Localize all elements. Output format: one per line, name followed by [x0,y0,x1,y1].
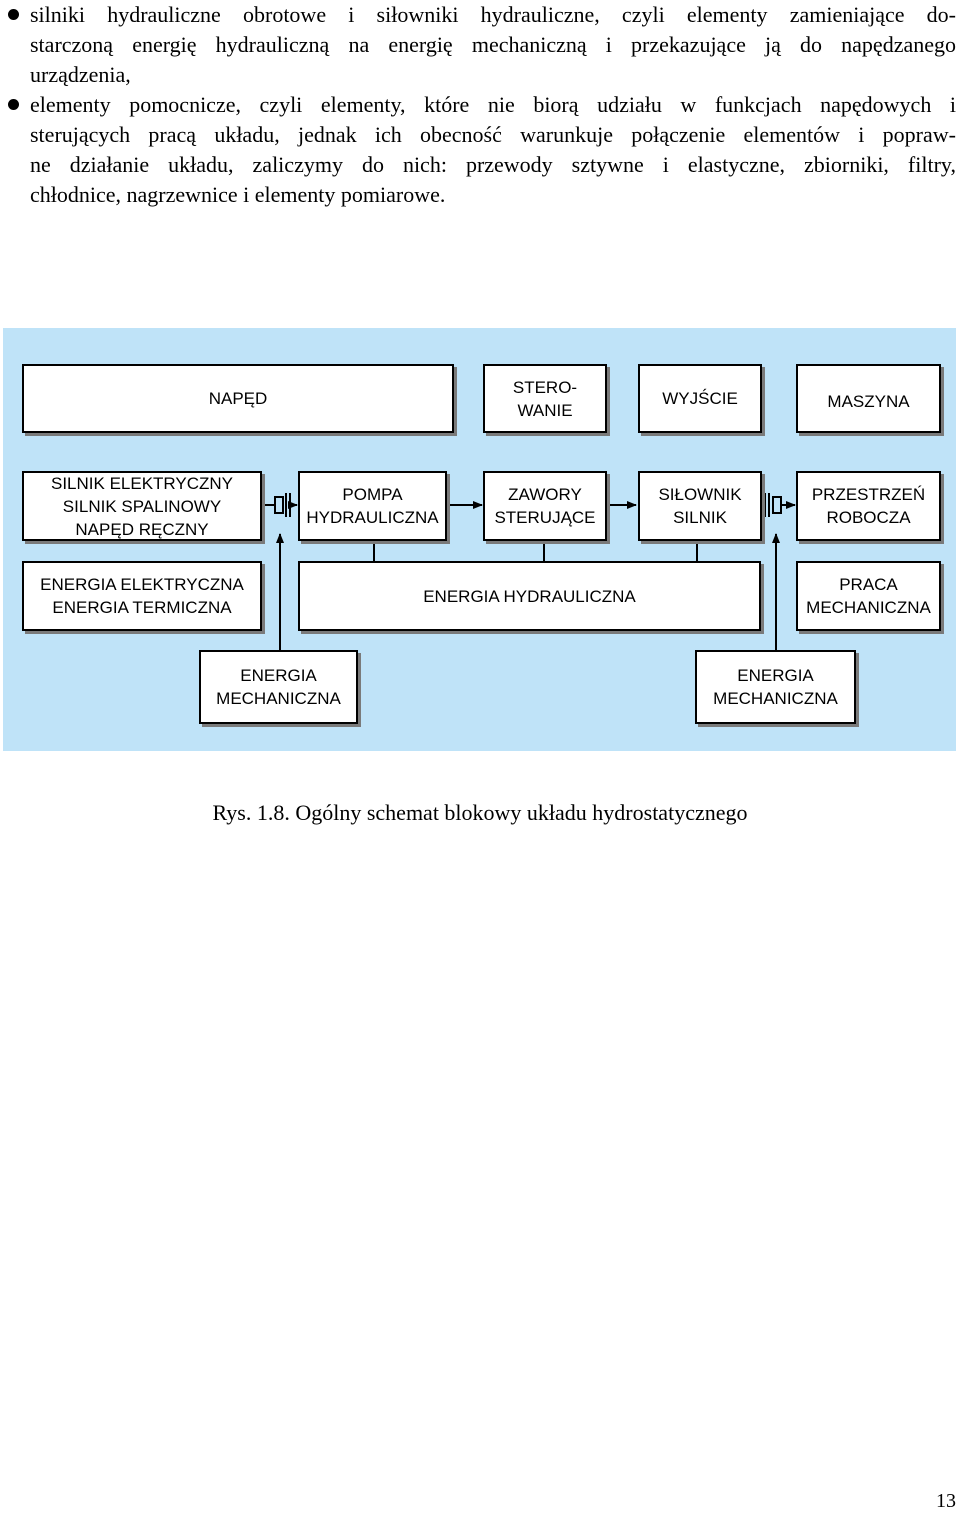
box-label: SILNIK SPALINOWY [62,496,222,516]
box-label: SILNIK [673,508,727,527]
box-label: WYJŚCIE [662,389,738,408]
box-label: WANIE [517,400,573,420]
paragraph-line: elementy pomocnicze, czyli elementy, któ… [30,92,956,117]
paragraph-line: sterujących pracą układu, jednak ich obe… [30,122,956,147]
header-naped: NAPĘD [22,364,454,433]
coupling-left [261,493,291,517]
box-label: ENERGIA [240,666,317,685]
box-label: ENERGIA TERMICZNA [52,598,232,617]
box-label: SILNIK ELEKTRYCZNY [50,473,234,493]
box-label: ENERGIA ELEKTRYCZNA [40,575,244,594]
paragraph-line: urządzenia, [30,62,131,87]
box-label: STERO- [512,377,578,397]
paragraph-line: silniki hydrauliczne obrotowe i siłownik… [30,2,956,27]
box-mechanical-left: ENERGIA MECHANICZNA [199,650,358,724]
box-label: SIŁOWNIK [658,485,742,504]
box-label: MASZYNA [827,392,910,411]
header-wyjscie: WYJŚCIE [638,364,762,433]
box-silnik: SILNIK ELEKTRYCZNY SILNIK SPALINOWY NAPĘ… [22,471,262,541]
box-label: MECHANICZNA [713,689,838,708]
box-mechanical-right: ENERGIA MECHANICZNA [695,650,856,724]
box-label: NAPĘD RĘCZNY [75,519,209,539]
paragraph-line: chłodnice, nagrzewnice i elementy pomiar… [30,182,446,207]
box-label: ROBOCZA [826,508,911,527]
coupling-right [760,493,782,517]
box-silownik: SIŁOWNIK SILNIK [638,471,762,541]
box-energy-output: PRACA MECHANICZNA [796,561,941,631]
box-pompa: POMPA HYDRAULICZNA [298,471,447,541]
box-label: STERUJĄCE [494,508,596,527]
diagram-connections [261,493,796,650]
page-number: 13 [936,1490,956,1512]
figure-caption: Rys. 1.8. Ogólny schemat blokowy układu … [212,800,748,825]
bullet-dot [8,9,19,20]
box-energy-input: ENERGIA ELEKTRYCZNA ENERGIA TERMICZNA [22,561,262,631]
paragraph-line: starczoną energię hydrauliczną na energi… [30,32,956,57]
box-label: POMPA [342,485,403,504]
header-maszyna: MASZYNA [796,364,941,433]
box-label: ZAWORY [508,485,582,504]
hydrostatic-block-diagram: NAPĘD STERO- WANIE WYJŚCIE MASZYNA SILNI… [3,328,956,751]
box-label: PRZESTRZEŃ [811,485,926,504]
box-energy-hydraulic: ENERGIA HYDRAULICZNA [298,561,761,631]
box-label: NAPĘD [208,389,268,408]
box-label: ENERGIA [737,666,814,685]
bullet-dot [8,99,19,110]
header-sterowanie: STERO- WANIE [483,364,607,433]
box-przestrzen: PRZESTRZEŃ ROBOCZA [796,471,941,541]
box-label: ENERGIA HYDRAULICZNA [423,586,636,606]
box-label: MECHANICZNA [806,598,931,617]
box-label: MECHANICZNA [216,689,341,708]
box-label: PRACA [839,575,898,594]
box-label: HYDRAULICZNA [306,508,439,527]
paragraph-line: ne działanie układu, zaliczymy do nich: … [30,152,956,177]
box-zawory: ZAWORY STERUJĄCE [483,471,607,541]
